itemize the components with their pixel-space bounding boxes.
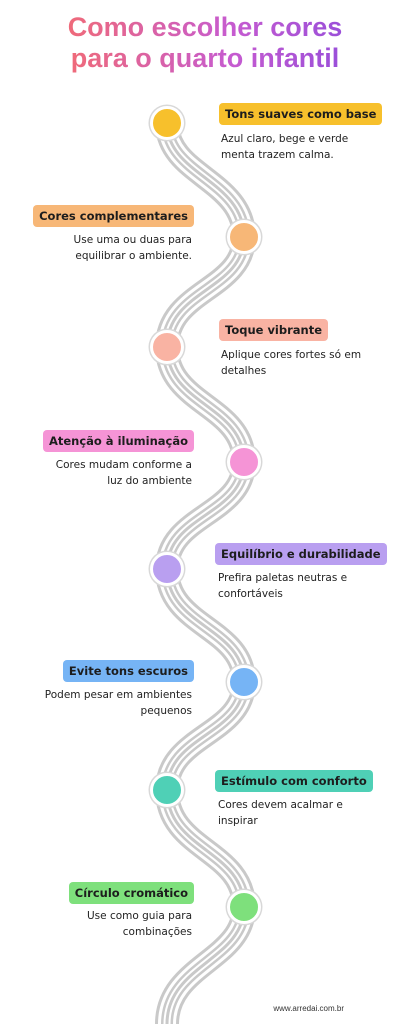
- step-4-node: [227, 445, 261, 479]
- step-8-title: Círculo cromático: [68, 882, 194, 904]
- step-7-description: Cores devem acalmar e inspirar: [218, 799, 343, 827]
- step-2-node: [227, 220, 261, 254]
- step-1-node: [150, 106, 184, 140]
- step-6-node: [227, 665, 261, 699]
- step-1-title: Tons suaves como base: [219, 103, 383, 125]
- page-title-line-1: Como escolher cores: [67, 12, 343, 42]
- step-5-node: [150, 552, 184, 586]
- step-8-node: [227, 890, 261, 924]
- step-1-description: Azul claro, bege e verde menta trazem ca…: [221, 133, 349, 161]
- step-4-description: Cores mudam conforme a luz do ambiente: [55, 459, 192, 487]
- step-7-title: Estímulo com conforto: [215, 770, 373, 792]
- footer-website: www.arredai.com.br: [273, 1004, 344, 1013]
- step-3-title: Toque vibrante: [219, 319, 329, 341]
- step-4-title: Atenção à iluminação: [42, 430, 194, 452]
- step-3-description: Aplique cores fortes só em detalhes: [221, 349, 362, 377]
- step-5-title: Equilíbrio e durabilidade: [215, 543, 387, 565]
- step-2-description: Use uma ou duas para equilibrar o ambien…: [73, 234, 192, 262]
- step-3-node: [150, 330, 184, 364]
- step-6-description: Podem pesar em ambientes pequenos: [44, 689, 192, 717]
- step-6-title: Evite tons escuros: [62, 660, 194, 682]
- step-5-description: Prefira paletas neutras e confortáveis: [218, 572, 348, 600]
- step-8-description: Use como guia para combinações: [87, 910, 192, 938]
- page-title-line-2: para o quarto infantil: [70, 43, 340, 73]
- step-7-node: [150, 773, 184, 807]
- step-2-title: Cores complementares: [33, 205, 194, 227]
